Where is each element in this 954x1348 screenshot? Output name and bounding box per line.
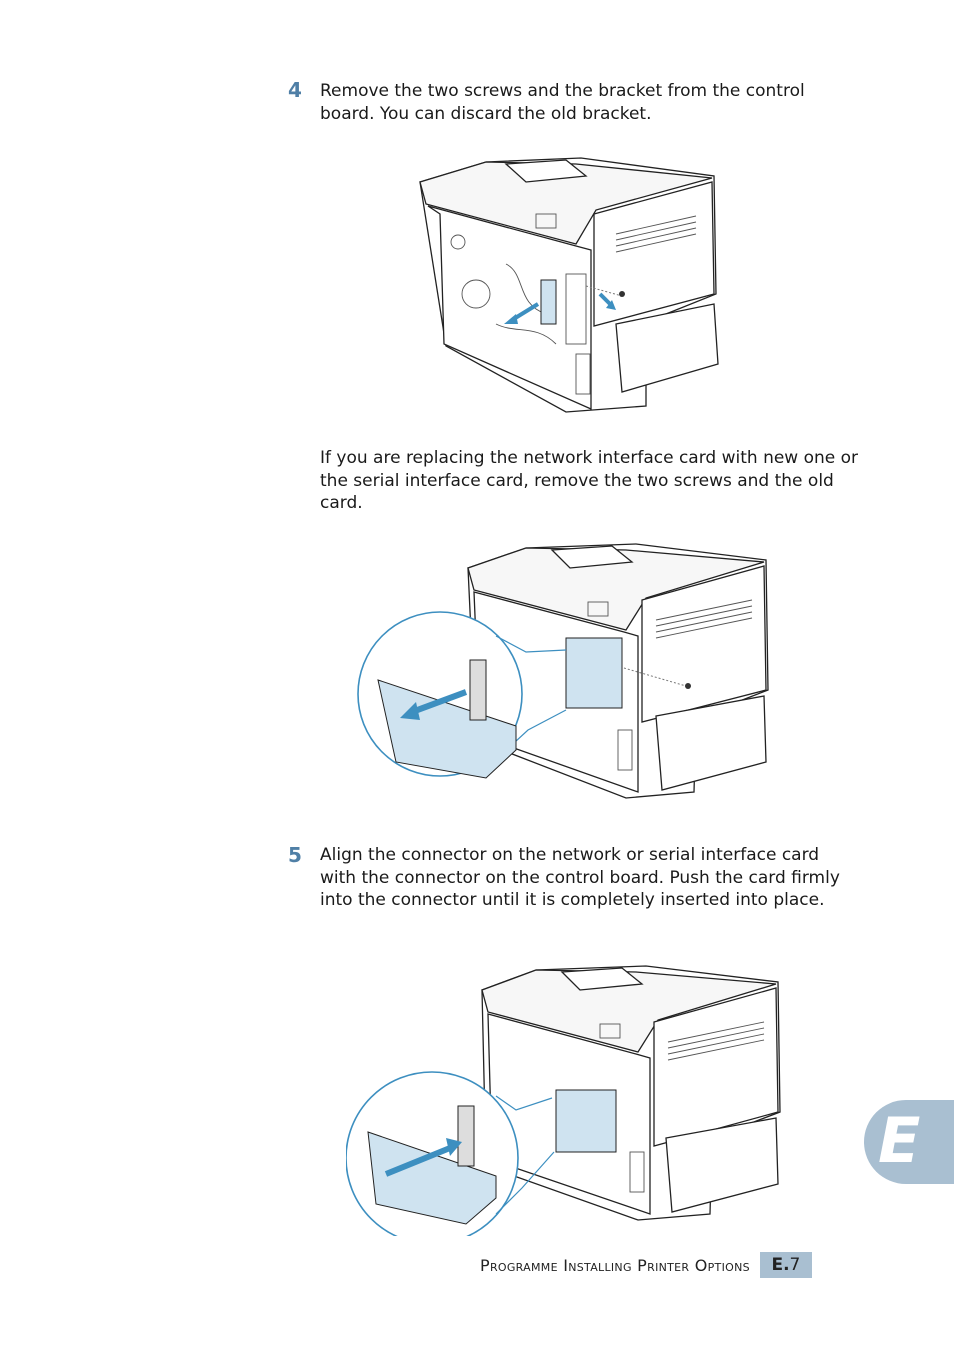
chapter-tab xyxy=(864,1100,954,1184)
chapter-letter: E xyxy=(878,1104,921,1177)
page-prefix: E. xyxy=(771,1255,790,1275)
page-footer: Programme Installing Printer Options E.7 xyxy=(480,1252,812,1278)
step-text: Align the connector on the network or se… xyxy=(320,845,840,910)
note-text: If you are replacing the network interfa… xyxy=(320,448,859,513)
footer-title: Programme Installing Printer Options xyxy=(480,1255,750,1275)
page-number: 7 xyxy=(789,1255,801,1275)
printer-card-removal-illustration xyxy=(357,543,769,799)
step-number: 4 xyxy=(288,78,302,102)
step-text: Remove the two screws and the bracket fr… xyxy=(320,81,805,124)
page-number-badge: E.7 xyxy=(759,1252,812,1278)
printer-card-insertion-illustration xyxy=(346,965,781,1236)
step-number: 5 xyxy=(288,843,302,867)
printer-bracket-removal-illustration xyxy=(419,157,719,413)
